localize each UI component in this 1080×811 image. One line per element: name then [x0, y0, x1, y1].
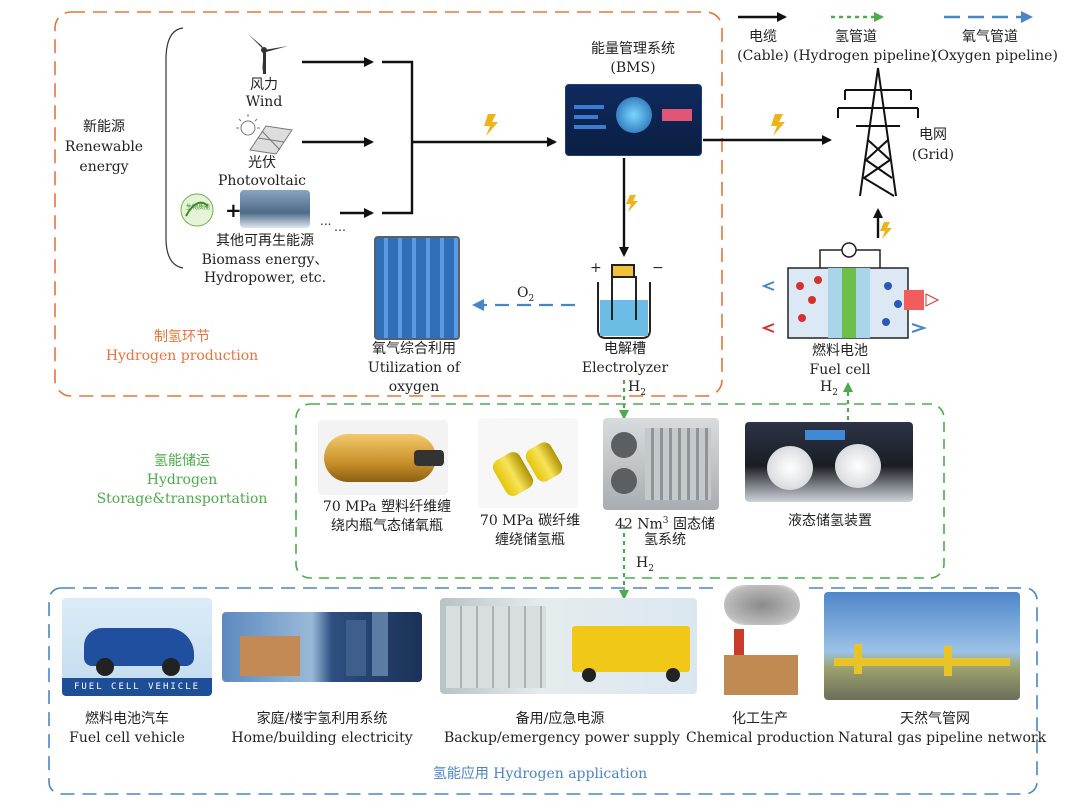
o2-label: O2: [517, 285, 535, 304]
production-zh: 制氢环节: [154, 329, 210, 345]
biomass-dots: ...: [320, 214, 332, 228]
application-label: 氢能应用 Hydrogen application: [432, 766, 648, 782]
renewable-zh: 新能源: [83, 119, 125, 135]
legend-o2-zh: 氧气管道: [962, 29, 1018, 45]
storage-zh: 氢能储运: [154, 453, 210, 469]
solid-storage-image: [603, 418, 719, 510]
biomass-ellipsis: …: [334, 220, 346, 234]
legend-h2-en: (Hydrogen pipeline): [793, 48, 936, 64]
h2-label-electrolyzer: H2: [628, 379, 646, 398]
h2-label-storage: H2: [636, 555, 654, 574]
renewable-en2: energy: [79, 159, 129, 175]
gas-pipeline-image: [824, 592, 1020, 700]
grid-en: (Grid): [911, 147, 955, 163]
oxygen-use-zh: 氧气综合利用: [372, 341, 456, 357]
liquid-storage-image: [745, 422, 913, 502]
legend-h2-zh: 氢管道: [835, 29, 877, 45]
fuel-cell-zh: 燃料电池: [812, 343, 868, 359]
home-building-image: [222, 612, 422, 682]
app-gas-en: Natural gas pipeline network: [838, 730, 1047, 746]
bms-zh: 能量管理系统: [591, 41, 675, 57]
h2-label-fuel-cell: H2: [820, 379, 838, 398]
storage-region: [295, 403, 945, 579]
production-region: [54, 11, 723, 397]
biomass-badge-icon: +: [180, 193, 242, 227]
wind-turbine-icon: [248, 34, 288, 74]
app-home-zh: 家庭/楼宇氢利用系统: [256, 711, 388, 727]
oxygen-use-en2: oxygen: [388, 379, 440, 395]
fuel-cell-en: Fuel cell: [809, 362, 871, 378]
hydropower-image: [240, 190, 310, 228]
application-region: [48, 587, 1038, 795]
wind-en: Wind: [245, 94, 283, 110]
solar-panel-icon: [236, 114, 293, 155]
liquid-label: 液态储氢装置: [788, 513, 872, 529]
biomass-zh: 其他可再生能源: [216, 233, 314, 249]
app-backup-en: Backup/emergency power supply: [444, 730, 680, 746]
oxygen-use-en1: Utilization of: [367, 360, 461, 376]
bms-screen-image: [565, 84, 702, 156]
tank-70mpa-carbon-image: [478, 418, 578, 508]
app-chemical-en: Chemical production: [686, 730, 835, 746]
app-backup-zh: 备用/应急电源: [515, 711, 605, 727]
oxygen-cylinders-image: [374, 236, 460, 340]
legend-o2-en: (Oxygen pipeline): [932, 48, 1058, 64]
tank2-label-1: 70 MPa 碳纤维: [479, 513, 581, 529]
app-gas-zh: 天然气管网: [900, 711, 970, 727]
fuel-cell-icon: [761, 242, 940, 339]
lightning-icon: [484, 114, 892, 239]
storage-en1: Hydrogen: [146, 472, 218, 488]
storage-en2: Storage&transportation: [96, 491, 268, 507]
pv-en: Photovoltaic: [217, 173, 307, 189]
renewable-bracket: [165, 27, 184, 269]
electrolyzer-icon: + −: [590, 260, 664, 339]
fuel-cell-vehicle-image: FUEL CELL VEHICLE: [62, 598, 212, 696]
electrolyzer-zh: 电解槽: [604, 341, 646, 357]
backup-power-image: [440, 598, 697, 694]
electrolyzer-en: Electrolyzer: [581, 360, 669, 376]
app-fcv-zh: 燃料电池汽车: [85, 711, 169, 727]
tank1-label-2: 绕内瓶气态储氧瓶: [331, 518, 443, 534]
solid-label-2: 氢系统: [644, 532, 686, 548]
grid-tower-icon: [837, 67, 919, 197]
app-home-en: Home/building electricity: [231, 730, 413, 746]
biomass-badge-text: 生物质能: [186, 204, 211, 211]
svg-text:+: +: [225, 198, 242, 222]
biomass-en2: Hydropower, etc.: [203, 270, 327, 286]
biomass-en1: Biomass energy、: [201, 252, 329, 268]
legend-cable-zh: 电缆: [749, 29, 777, 45]
bms-en: (BMS): [610, 60, 656, 76]
wind-zh: 风力: [250, 77, 278, 93]
legend-cable-en: (Cable): [737, 48, 789, 64]
grid-zh: 电网: [919, 127, 947, 143]
svg-text:+: +: [590, 260, 602, 276]
renewable-en1: Renewable: [64, 139, 144, 155]
tank-70mpa-plastic-image: [318, 420, 448, 495]
svg-text:−: −: [652, 260, 664, 276]
app-chemical-zh: 化工生产: [732, 711, 788, 727]
production-en: Hydrogen production: [105, 348, 259, 364]
solid-label-1: 42 Nm3 固态储: [615, 516, 715, 533]
tank1-label-1: 70 MPa 塑料纤维缠: [322, 499, 452, 515]
tank2-label-2: 缠绕储氢瓶: [495, 532, 565, 548]
app-fcv-en: Fuel cell vehicle: [69, 730, 185, 746]
pv-zh: 光伏: [248, 155, 276, 171]
fcv-banner-text: FUEL CELL VEHICLE: [62, 678, 212, 696]
chemical-plant-image: [720, 585, 808, 700]
